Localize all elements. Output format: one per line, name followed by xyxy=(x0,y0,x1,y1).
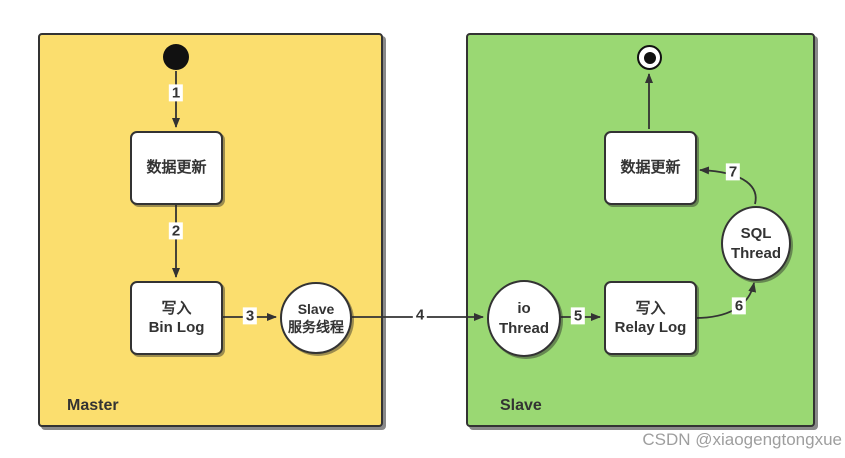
end-node-dot xyxy=(643,51,656,64)
node-label-line1: 写入 xyxy=(635,299,666,317)
node-io-thread: io Thread xyxy=(487,280,561,357)
node-label: 数据更新 xyxy=(146,159,207,177)
node-slave-service-thread: Slave 服务线程 xyxy=(280,282,352,354)
master-panel: Master xyxy=(38,33,383,427)
edge-7-arrow xyxy=(699,166,757,205)
node-write-bin-log: 写入 Bin Log xyxy=(130,281,223,355)
end-node xyxy=(637,45,662,70)
slave-panel-title: Slave xyxy=(500,397,542,414)
edge-label-4: 4 xyxy=(412,306,428,324)
edge-label-1: 1 xyxy=(168,84,184,102)
csdn-watermark: CSDN @xiaogengtongxue xyxy=(642,430,842,449)
node-label-line2: Thread xyxy=(730,244,781,262)
node-slave-data-update: 数据更新 xyxy=(604,131,697,205)
node-master-data-update: 数据更新 xyxy=(130,131,223,205)
node-label-line1: SQL xyxy=(740,225,772,242)
node-sql-thread: SQL Thread xyxy=(721,206,791,281)
node-label-line1: Slave xyxy=(297,300,335,317)
node-label-line2: 服务线程 xyxy=(288,319,344,335)
edge-label-5: 5 xyxy=(570,307,586,325)
edge-label-7: 7 xyxy=(725,163,741,181)
start-node xyxy=(163,44,189,70)
node-label-line1: io xyxy=(517,300,531,317)
master-panel-title: Master xyxy=(67,397,119,414)
node-write-relay-log: 写入 Relay Log xyxy=(604,281,697,355)
node-label: 数据更新 xyxy=(620,159,681,177)
node-label-line2: Relay Log xyxy=(614,319,687,336)
node-label-line1: 写入 xyxy=(161,299,192,317)
edge-label-2: 2 xyxy=(168,222,184,240)
node-label-line2: Thread xyxy=(498,319,549,337)
node-label-line2: Bin Log xyxy=(148,319,205,336)
edge-label-3: 3 xyxy=(242,307,258,325)
edge-label-6: 6 xyxy=(731,297,747,315)
